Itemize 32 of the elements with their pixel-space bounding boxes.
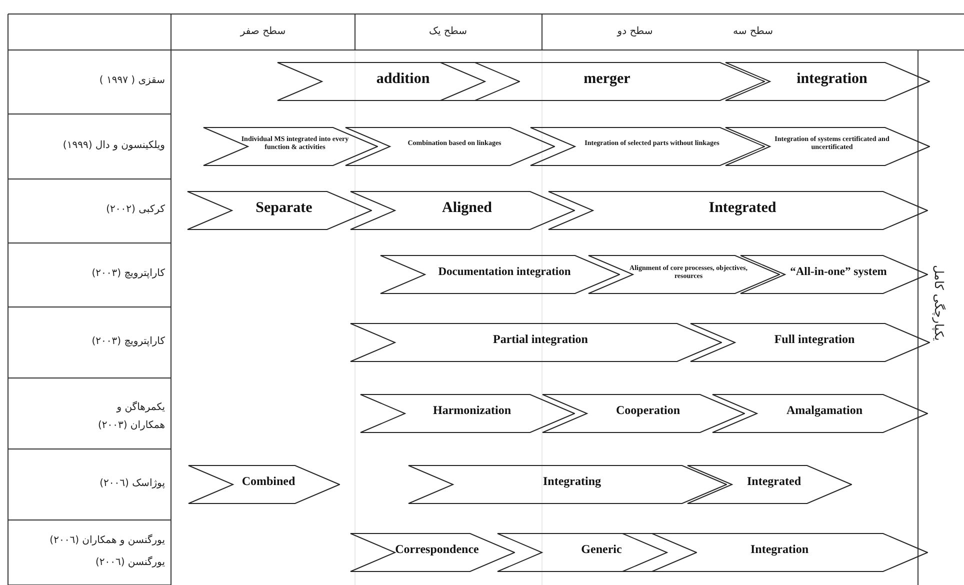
author-label: پوژاسک (٢٠٠٦): [100, 478, 165, 488]
chevron-box: integration: [725, 62, 930, 101]
chevron-box: Generic: [497, 532, 697, 572]
chevron-box: Integrating: [408, 464, 727, 504]
author-label: سقزی ( ١٩٩٧ ): [99, 75, 165, 86]
column-header: سطح سه: [733, 26, 773, 37]
chevron-box: Amalgamation: [712, 394, 928, 432]
chevron-box: Documentation integration: [380, 255, 620, 294]
chevron-box: Integrated: [548, 191, 928, 230]
vertical-label: یکپارچگی کامل: [932, 265, 946, 341]
chevron-box: merger: [440, 62, 765, 101]
chevron-box: Correspondence: [350, 532, 515, 572]
chevron-box: Harmonization: [360, 394, 575, 432]
chevron-box: Cooperation: [542, 394, 745, 432]
chevron-box: Combined: [188, 464, 340, 504]
chevron-box: Partial integration: [350, 322, 722, 362]
chevron-box: Separate: [187, 191, 372, 230]
author-label: کاراپترویچ (٢٠٠٣): [92, 336, 165, 346]
author-label: یورگنسن (٢٠٠٦): [95, 556, 165, 568]
chevron-box: Integration: [622, 532, 928, 572]
author-label: کرکبی (٢٠٠٢): [106, 204, 165, 215]
column-header: سطح یک: [429, 26, 467, 37]
chevron-box: addition: [277, 62, 520, 101]
chevron-box: Full integration: [690, 322, 930, 362]
chevron-box: Aligned: [350, 191, 575, 230]
author-label: ویلکینسون و دال (١٩٩٩): [62, 140, 165, 150]
author-label: کاراپترویچ (٢٠٠٣): [92, 268, 165, 279]
chevron-box: Integrated: [687, 464, 852, 504]
author-label: یکمرهاگن و همکاران (٢٠٠٣): [96, 400, 165, 432]
column-header: سطح دو: [617, 26, 653, 37]
author-label: یورگنسن و همکاران (٢٠٠٦): [50, 534, 165, 546]
column-header: سطح صفر: [240, 26, 286, 37]
